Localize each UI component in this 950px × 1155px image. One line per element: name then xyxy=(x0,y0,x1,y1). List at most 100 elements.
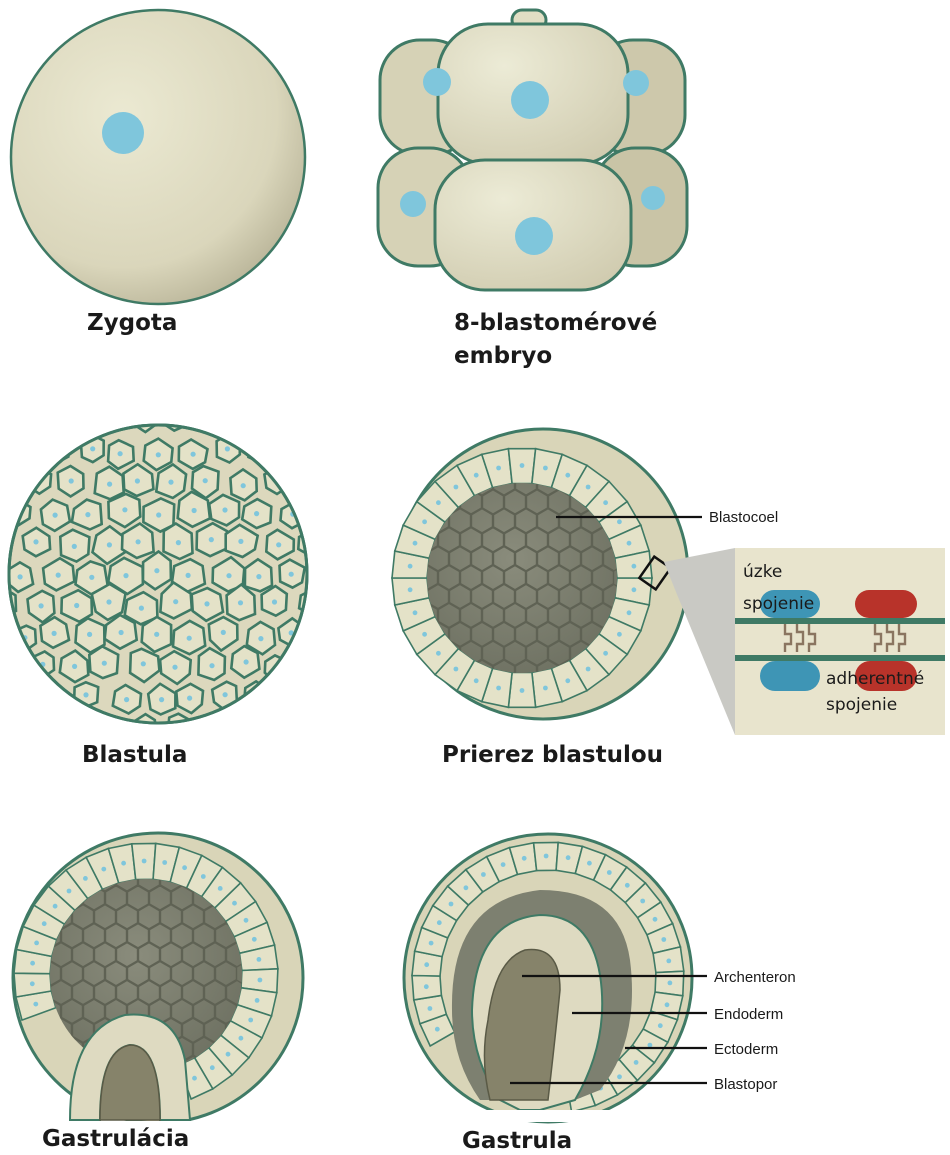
nucleus-icon xyxy=(436,651,441,656)
nucleus-icon xyxy=(238,539,243,544)
nucleus-icon xyxy=(90,446,95,451)
nucleus-icon xyxy=(124,697,129,702)
nucleus-icon xyxy=(256,574,261,579)
nucleus-icon xyxy=(72,664,77,669)
nucleus-icon xyxy=(176,723,181,728)
nucleus-icon xyxy=(625,883,630,888)
ectoderm-label: Ectoderm xyxy=(714,1041,778,1058)
blastomere xyxy=(134,407,155,432)
nucleus-icon xyxy=(661,937,666,942)
nucleus-icon xyxy=(632,564,637,569)
adherens-protein-top xyxy=(855,590,917,618)
nucleus-icon xyxy=(187,636,192,641)
nucleus-icon xyxy=(603,500,608,505)
nucleus-icon xyxy=(119,630,124,635)
nucleus-icon xyxy=(428,1006,433,1011)
archenteron-label: Archenteron xyxy=(714,969,796,986)
nucleus-icon xyxy=(308,541,313,546)
eight-cell-caption-line1: 8-blastomérové xyxy=(454,310,657,336)
nucleus-icon xyxy=(106,727,111,732)
nucleus-icon xyxy=(543,466,548,471)
nucleus-icon xyxy=(603,651,608,656)
nucleus-icon xyxy=(142,724,147,729)
nucleus-icon xyxy=(191,452,196,457)
nucleus-icon xyxy=(640,899,645,904)
nucleus-icon xyxy=(208,724,213,729)
nucleus-icon xyxy=(18,574,23,579)
nucleus-icon xyxy=(139,606,144,611)
nucleus-icon xyxy=(83,876,88,881)
nucleus-icon xyxy=(543,686,548,691)
nucleus-icon xyxy=(272,599,277,604)
nucleus-icon xyxy=(162,860,167,865)
nucleus-icon xyxy=(154,568,159,573)
membrane-top xyxy=(735,618,945,624)
nucleus-icon xyxy=(496,686,501,691)
nucleus-icon xyxy=(101,421,106,426)
nucleus-icon xyxy=(30,961,35,966)
blastocoel-label: Blastocoel xyxy=(709,509,778,526)
endoderm-label: Endoderm xyxy=(714,1006,783,1023)
nucleus-icon xyxy=(34,941,39,946)
nucleus-icon xyxy=(257,957,262,962)
nucleus-icon xyxy=(586,485,591,490)
nucleus-icon xyxy=(520,688,525,693)
nucleus-icon xyxy=(186,573,191,578)
nucleus-icon xyxy=(627,541,632,546)
nucleus-icon xyxy=(226,573,231,578)
nucleus-icon xyxy=(118,451,123,456)
nucleus-icon xyxy=(121,861,126,866)
nucleus-icon xyxy=(42,921,47,926)
nucleus-icon xyxy=(53,904,58,909)
nucleus-icon xyxy=(141,661,146,666)
nucleus-icon xyxy=(135,478,140,483)
nucleus-icon xyxy=(276,542,281,547)
adherens-junction-label-line1: adherentné xyxy=(826,669,924,689)
nucleus-icon xyxy=(53,513,58,518)
nucleus-icon xyxy=(142,859,147,864)
nucleus-icon xyxy=(182,865,187,870)
nucleus-icon xyxy=(172,665,177,670)
nucleus-icon xyxy=(218,886,223,891)
blastomere xyxy=(0,529,11,554)
nucleus-icon xyxy=(33,1002,38,1007)
nucleus-icon xyxy=(232,901,237,906)
nucleus-icon xyxy=(39,603,44,608)
blastula-caption: Blastula xyxy=(82,742,187,768)
blastomere xyxy=(99,719,117,743)
nucleus-icon xyxy=(607,870,612,875)
nucleus-icon xyxy=(634,1060,639,1065)
blastomere xyxy=(0,567,2,589)
gastrula-figure xyxy=(400,834,700,1122)
nucleus-icon xyxy=(429,941,434,946)
tight-junction-label-line2: spojenie xyxy=(743,594,814,614)
nucleus-icon xyxy=(238,600,243,605)
nucleus-icon xyxy=(627,610,632,615)
nucleus-icon xyxy=(617,632,622,637)
nucleus-icon xyxy=(449,902,454,907)
nucleus-icon xyxy=(67,889,72,894)
nucleus-icon xyxy=(565,473,570,478)
nucleus-icon xyxy=(501,862,506,867)
nucleus-icon xyxy=(252,937,257,942)
nucleus-icon xyxy=(123,573,128,578)
nucleus-icon xyxy=(222,507,227,512)
blastula-figure xyxy=(0,407,323,743)
nucleus-icon xyxy=(481,872,486,877)
nucleus-icon xyxy=(474,678,479,683)
nucleus-icon xyxy=(648,1043,653,1048)
gastrula-caption: Gastrula xyxy=(462,1128,572,1154)
inset-zoom-wedge xyxy=(664,548,735,735)
eight-cell-caption-line2: embryo xyxy=(454,343,552,369)
nucleus-icon xyxy=(244,918,249,923)
nucleus-icon xyxy=(33,539,38,544)
blastomere xyxy=(168,714,191,738)
nucleus-icon xyxy=(107,482,112,487)
nucleus-icon xyxy=(241,483,246,488)
blastula-section-caption: Prierez blastulou xyxy=(442,742,663,768)
nucleus-icon xyxy=(101,867,106,872)
nucleus-icon xyxy=(565,678,570,683)
nucleus-icon xyxy=(122,507,127,512)
nucleus-icon xyxy=(617,1074,622,1079)
nucleus-icon xyxy=(436,500,441,505)
